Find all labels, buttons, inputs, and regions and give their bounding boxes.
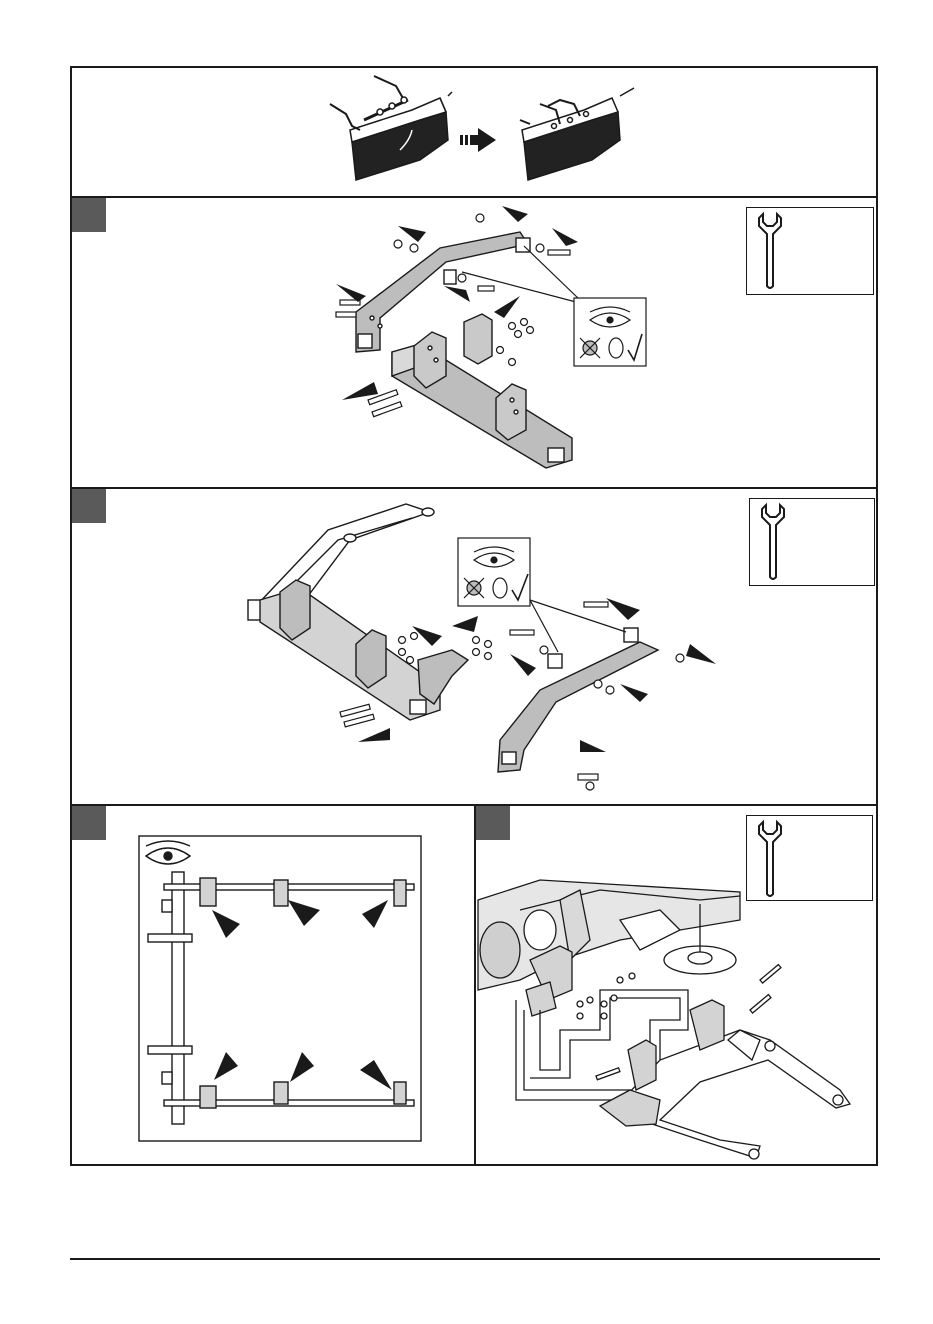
vehicle-mounting-diagram-d xyxy=(0,0,933,1170)
footer-rule xyxy=(70,1258,880,1260)
